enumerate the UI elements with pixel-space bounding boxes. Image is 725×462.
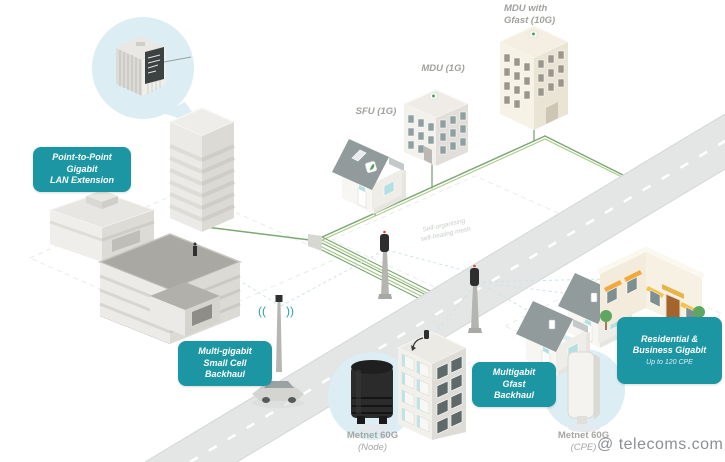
conduit-junction: [308, 234, 322, 251]
callout-small-cell-backhaul: Multi-gigabit Small Cell Backhaul: [178, 341, 272, 387]
road-center-dashes: [189, 139, 725, 462]
roof-cpe-unit: [590, 292, 598, 303]
label-sfu: SFU (1G): [355, 106, 397, 117]
sfu-house: [331, 138, 407, 215]
eco-roof-icon: [365, 161, 377, 173]
car: [252, 381, 304, 408]
wireless-mesh-links: [196, 249, 649, 355]
apartment-windows: [436, 355, 463, 435]
balconies: [401, 353, 430, 433]
shop-sign: [662, 284, 684, 299]
signal-waves-left-icon: ((: [258, 304, 266, 318]
mdu-building: [402, 89, 470, 166]
large-office-building: [97, 233, 243, 344]
small-office-building: [48, 190, 156, 262]
roof-skylight: [351, 149, 367, 162]
house-a: [515, 300, 591, 377]
signal-waves-right-icon: )): [286, 304, 294, 318]
rooftop-radio-unit: [193, 246, 197, 256]
device-name: Metnet 60G: [346, 430, 399, 441]
small-cell-pole: (( )): [258, 295, 294, 372]
rooftop-node-device: [424, 330, 429, 339]
office-tower: [168, 107, 236, 232]
house-b: [557, 272, 633, 349]
label-mdu: MDU (1G): [421, 63, 465, 74]
device-spec-sign: [145, 47, 164, 84]
device-variant: (Node): [357, 442, 388, 454]
label-metnet-cpe: Metnet 60G (CPE): [541, 430, 626, 455]
callout-residential-business-gigabit: Residential & Business Gigabit Up to 120…: [617, 317, 722, 384]
metnet-cpe-device: [567, 351, 600, 432]
roof-cpe-unit: [548, 319, 556, 330]
zoom-arrow: [411, 345, 416, 351]
metnet-node-device: [351, 360, 393, 432]
apartment-mdu-building: [396, 330, 468, 440]
device-variant: (CPE): [570, 442, 597, 454]
mdu-gfast-building: [498, 25, 570, 130]
lamp-pole-node-1: [378, 230, 392, 299]
device-name: Metnet 60G: [557, 430, 610, 441]
business-building: [596, 246, 706, 334]
tree-icon: [600, 310, 612, 330]
label-metnet-node: Metnet 60G (Node): [330, 430, 415, 455]
callout-main-text: Residential & Business Gigabit: [632, 333, 707, 356]
callout-ptp-lan-extension: Point-to-Point Gigabit LAN Extension: [33, 147, 131, 193]
road: [144, 113, 725, 462]
rack-switch-device: [116, 36, 192, 96]
callout-sub-text: Up to 120 CPE: [646, 359, 693, 367]
lamp-pole-node-2: [468, 264, 482, 333]
label-mdu-gfast: MDU with Gfast (10G): [504, 3, 556, 26]
telecoms-watermark: @ telecoms.com: [597, 436, 724, 453]
callout-gfast-backhaul: Multigabit Gfast Backhaul: [472, 362, 556, 408]
